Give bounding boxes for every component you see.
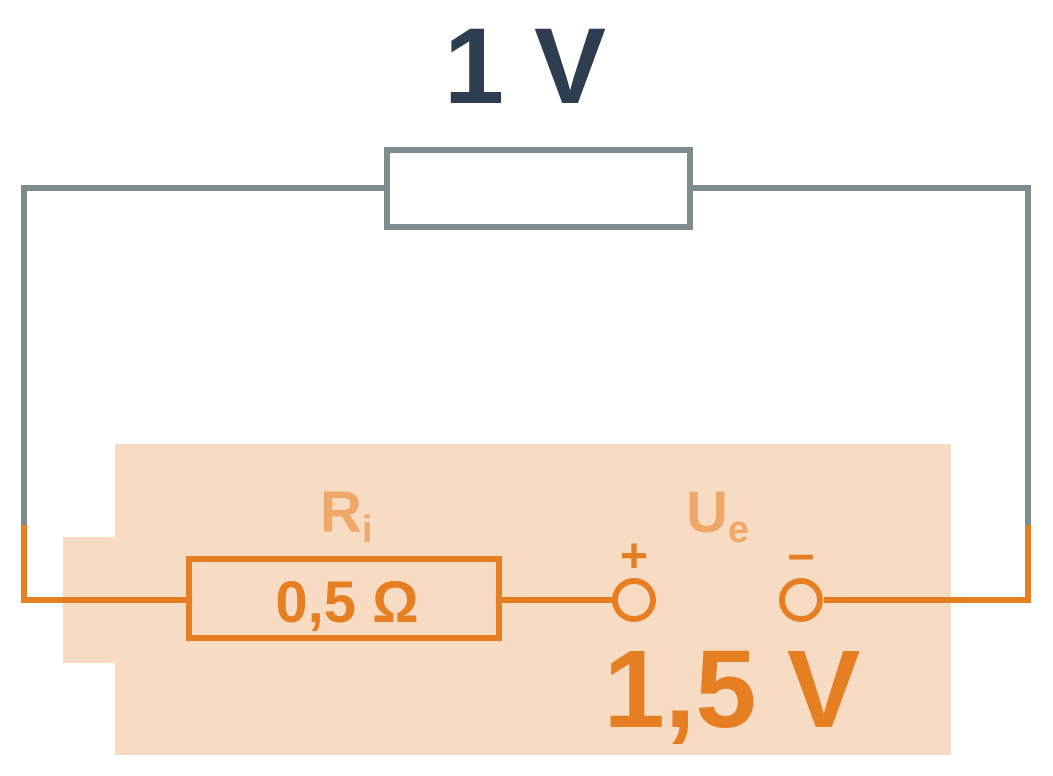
internal-resistance-subscript: i <box>362 509 373 551</box>
emf-symbol: U <box>686 480 728 545</box>
emf-subscript: e <box>728 509 749 551</box>
top-left-wire <box>21 185 387 510</box>
emf-label: Ue <box>686 480 749 551</box>
load-voltage-label: 1 V <box>444 5 606 126</box>
emf-value: 1,5 V <box>604 628 861 751</box>
internal-resistance-label: Ri <box>320 480 372 551</box>
top-right-wire <box>690 185 1031 510</box>
negative-terminal-sign: – <box>788 528 815 581</box>
negative-terminal-circle <box>779 578 823 622</box>
load-resistor <box>384 147 693 230</box>
positive-terminal-sign: + <box>620 530 648 583</box>
internal-resistance-value: 0,5 Ω <box>275 570 418 635</box>
internal-resistance-symbol: R <box>320 480 362 545</box>
internal-resistor <box>186 556 502 641</box>
positive-terminal-circle <box>612 578 656 622</box>
